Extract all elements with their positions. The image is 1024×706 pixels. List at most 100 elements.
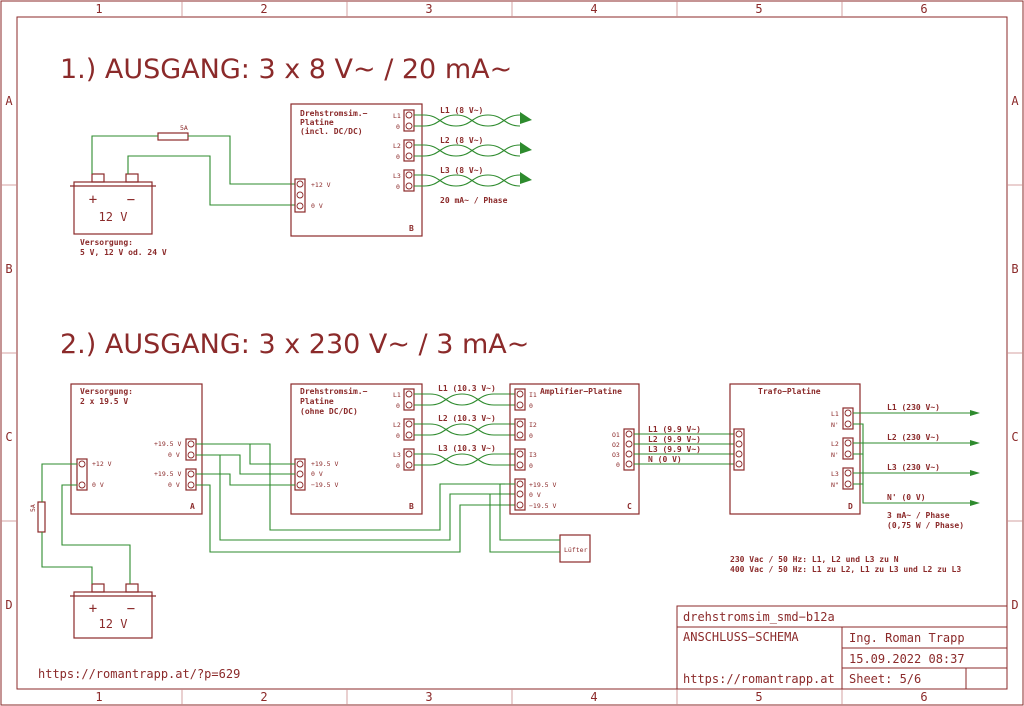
frame-row-b-left: B [5,262,12,276]
board-2-out-l1-zero: 0 [396,402,400,410]
amp-letter: C [627,502,632,511]
psu-letter: A [190,502,195,511]
board-2-pin-neg: −19.5 V [311,481,338,489]
amplifier-board-c: Amplifier−Platine C I1 0 I2 0 I3 0 +19.5… [509,383,640,515]
psu-out-3: +19.5 V [154,470,181,478]
amp-in-i3: I3 [529,451,537,459]
amp-power-0v: 0 V [529,491,541,499]
psu-title-line2: 2 x 19.5 V [80,397,128,406]
section1-current-note: 20 mA~ / Phase [440,196,508,205]
trafo-pin-l3: L3 [831,470,839,478]
trafo-title: Trafo−Platine [758,386,821,396]
trafo-letter: D [848,502,853,511]
section2-twisted-b-to-c [414,393,515,466]
frame-row-a-right: A [1011,94,1019,108]
trafo-note-power: (0,75 W / Phase) [887,521,964,530]
battery-1-minus: − [127,192,135,208]
trafo-pin-l1: L1 [831,410,839,418]
trafo-l2-label: L2 (230 V~) [887,433,940,442]
section2-b-l3-label: L3 (10.3 V~) [438,444,496,453]
board-2-pin-pos: +19.5 V [311,460,338,468]
amp-out-o1: O1 [612,431,620,439]
frame-row-c-left: C [5,430,12,444]
frame-row-d-left: D [5,598,12,612]
psu-in-0v: 0 V [92,481,104,489]
amp-power-pos: +19.5 V [529,481,556,489]
amp-in-i2: I2 [529,421,537,429]
fuse-1: 5A [157,124,189,141]
amp-in-i3-zero: 0 [529,462,533,470]
section1-supply-label: Versorgung: [80,238,133,247]
drehstrom-board-1: Drehstromsim.− Platine (incl. DC/DC) B +… [290,103,423,237]
fan-label: Lüfter [564,546,588,554]
fan: Lüfter [559,534,591,563]
trafo-note-current: 3 mA~ / Phase [887,511,950,520]
section1-l2-label: L2 (8 V~) [440,136,483,145]
amp-out-zero: 0 [616,461,620,469]
psu-title-line1: Versorgung: [80,387,133,396]
amp-in-i1-zero: 0 [529,402,533,410]
trafo-pin-n3: N" [831,481,839,489]
frame-col-5-top: 5 [755,2,762,16]
board-1-title-line1: Drehstromsim.− [300,108,368,118]
amp-l1-label: L1 (9.9 V~) [648,425,701,434]
board-1-out-l2-zero: 0 [396,153,400,161]
amp-out-o2: O2 [612,441,620,449]
fuse-2: 5A [29,501,46,533]
section1-l1-label: L1 (8 V~) [440,106,483,115]
board-1-out-l3: L3 [393,172,401,180]
trafo-output-wires [853,410,980,506]
psu-out-1: +19.5 V [154,440,181,448]
psu-out-2: 0 V [168,451,180,459]
drehstrom-board-2: Drehstromsim.− Platine (ohne DC/DC) B +1… [290,383,423,515]
voltage-note-line2: 400 Vac / 50 Hz: L1 zu L2, L1 zu L3 und … [730,565,961,574]
voltage-note-line1: 230 Vac / 50 Hz: L1, L2 und L3 zu N [730,555,899,564]
board-2-out-l2: L2 [393,421,401,429]
frame-col-2-top: 2 [260,2,267,16]
title-block-sheet-title: ANSCHLUSS−SCHEMA [683,630,799,644]
title-block-sheet-number: Sheet: 5/6 [849,672,921,686]
battery-2-voltage: 12 V [99,617,128,631]
amp-l2-label: L2 (9.9 V~) [648,435,701,444]
title-block: drehstromsim_smd−b12a ANSCHLUSS−SCHEMA I… [676,605,1008,690]
frame-col-3-bottom: 3 [425,690,432,704]
section1-title: 1.) AUSGANG: 3 x 8 V~ / 20 mA~ [60,54,512,85]
fuse-2-label: 5A [29,504,37,512]
board-1-out-l1-zero: 0 [396,123,400,131]
amp-in-i1: I1 [529,391,537,399]
frame-col-5-bottom: 5 [755,690,762,704]
board-2-title-line2: Platine [300,396,334,406]
trafo-l1-label: L1 (230 V~) [887,403,940,412]
board-1-out-l3-zero: 0 [396,183,400,191]
frame-col-4-top: 4 [590,2,597,16]
trafo-l3-label: L3 (230 V~) [887,463,940,472]
board-2-pin-0v: 0 V [311,470,323,478]
frame-row-d-right: D [1011,598,1018,612]
frame-col-1-bottom: 1 [95,690,102,704]
board-2-out-l2-zero: 0 [396,432,400,440]
section1-l3-label: L3 (8 V~) [440,166,483,175]
amp-title: Amplifier−Platine [540,386,622,396]
frame-row-a-left: A [5,94,13,108]
battery-2-plus: + [89,601,97,617]
battery-1-plus: + [89,192,97,208]
board-2-out-l1: L1 [393,391,401,399]
amp-n-label: N (0 V) [648,455,682,464]
frame-col-6-bottom: 6 [920,690,927,704]
section2-b-l2-label: L2 (10.3 V~) [438,414,496,423]
amp-l3-label: L3 (9.9 V~) [648,445,701,454]
battery-2-minus: − [127,601,135,617]
fuse-1-label: 5A [180,124,188,132]
title-block-website: https://romantrapp.at [683,672,835,686]
board-1-title-line3: (incl. DC/DC) [300,126,363,136]
psu-in-12v: +12 V [92,460,112,468]
board-2-out-l3-zero: 0 [396,462,400,470]
frame-col-4-bottom: 4 [590,690,597,704]
title-block-filename: drehstromsim_smd−b12a [683,610,835,624]
frame-col-6-top: 6 [920,2,927,16]
section1-twisted-outputs [414,112,532,187]
board-1-out-l1: L1 [393,112,401,120]
frame-col-3-top: 3 [425,2,432,16]
